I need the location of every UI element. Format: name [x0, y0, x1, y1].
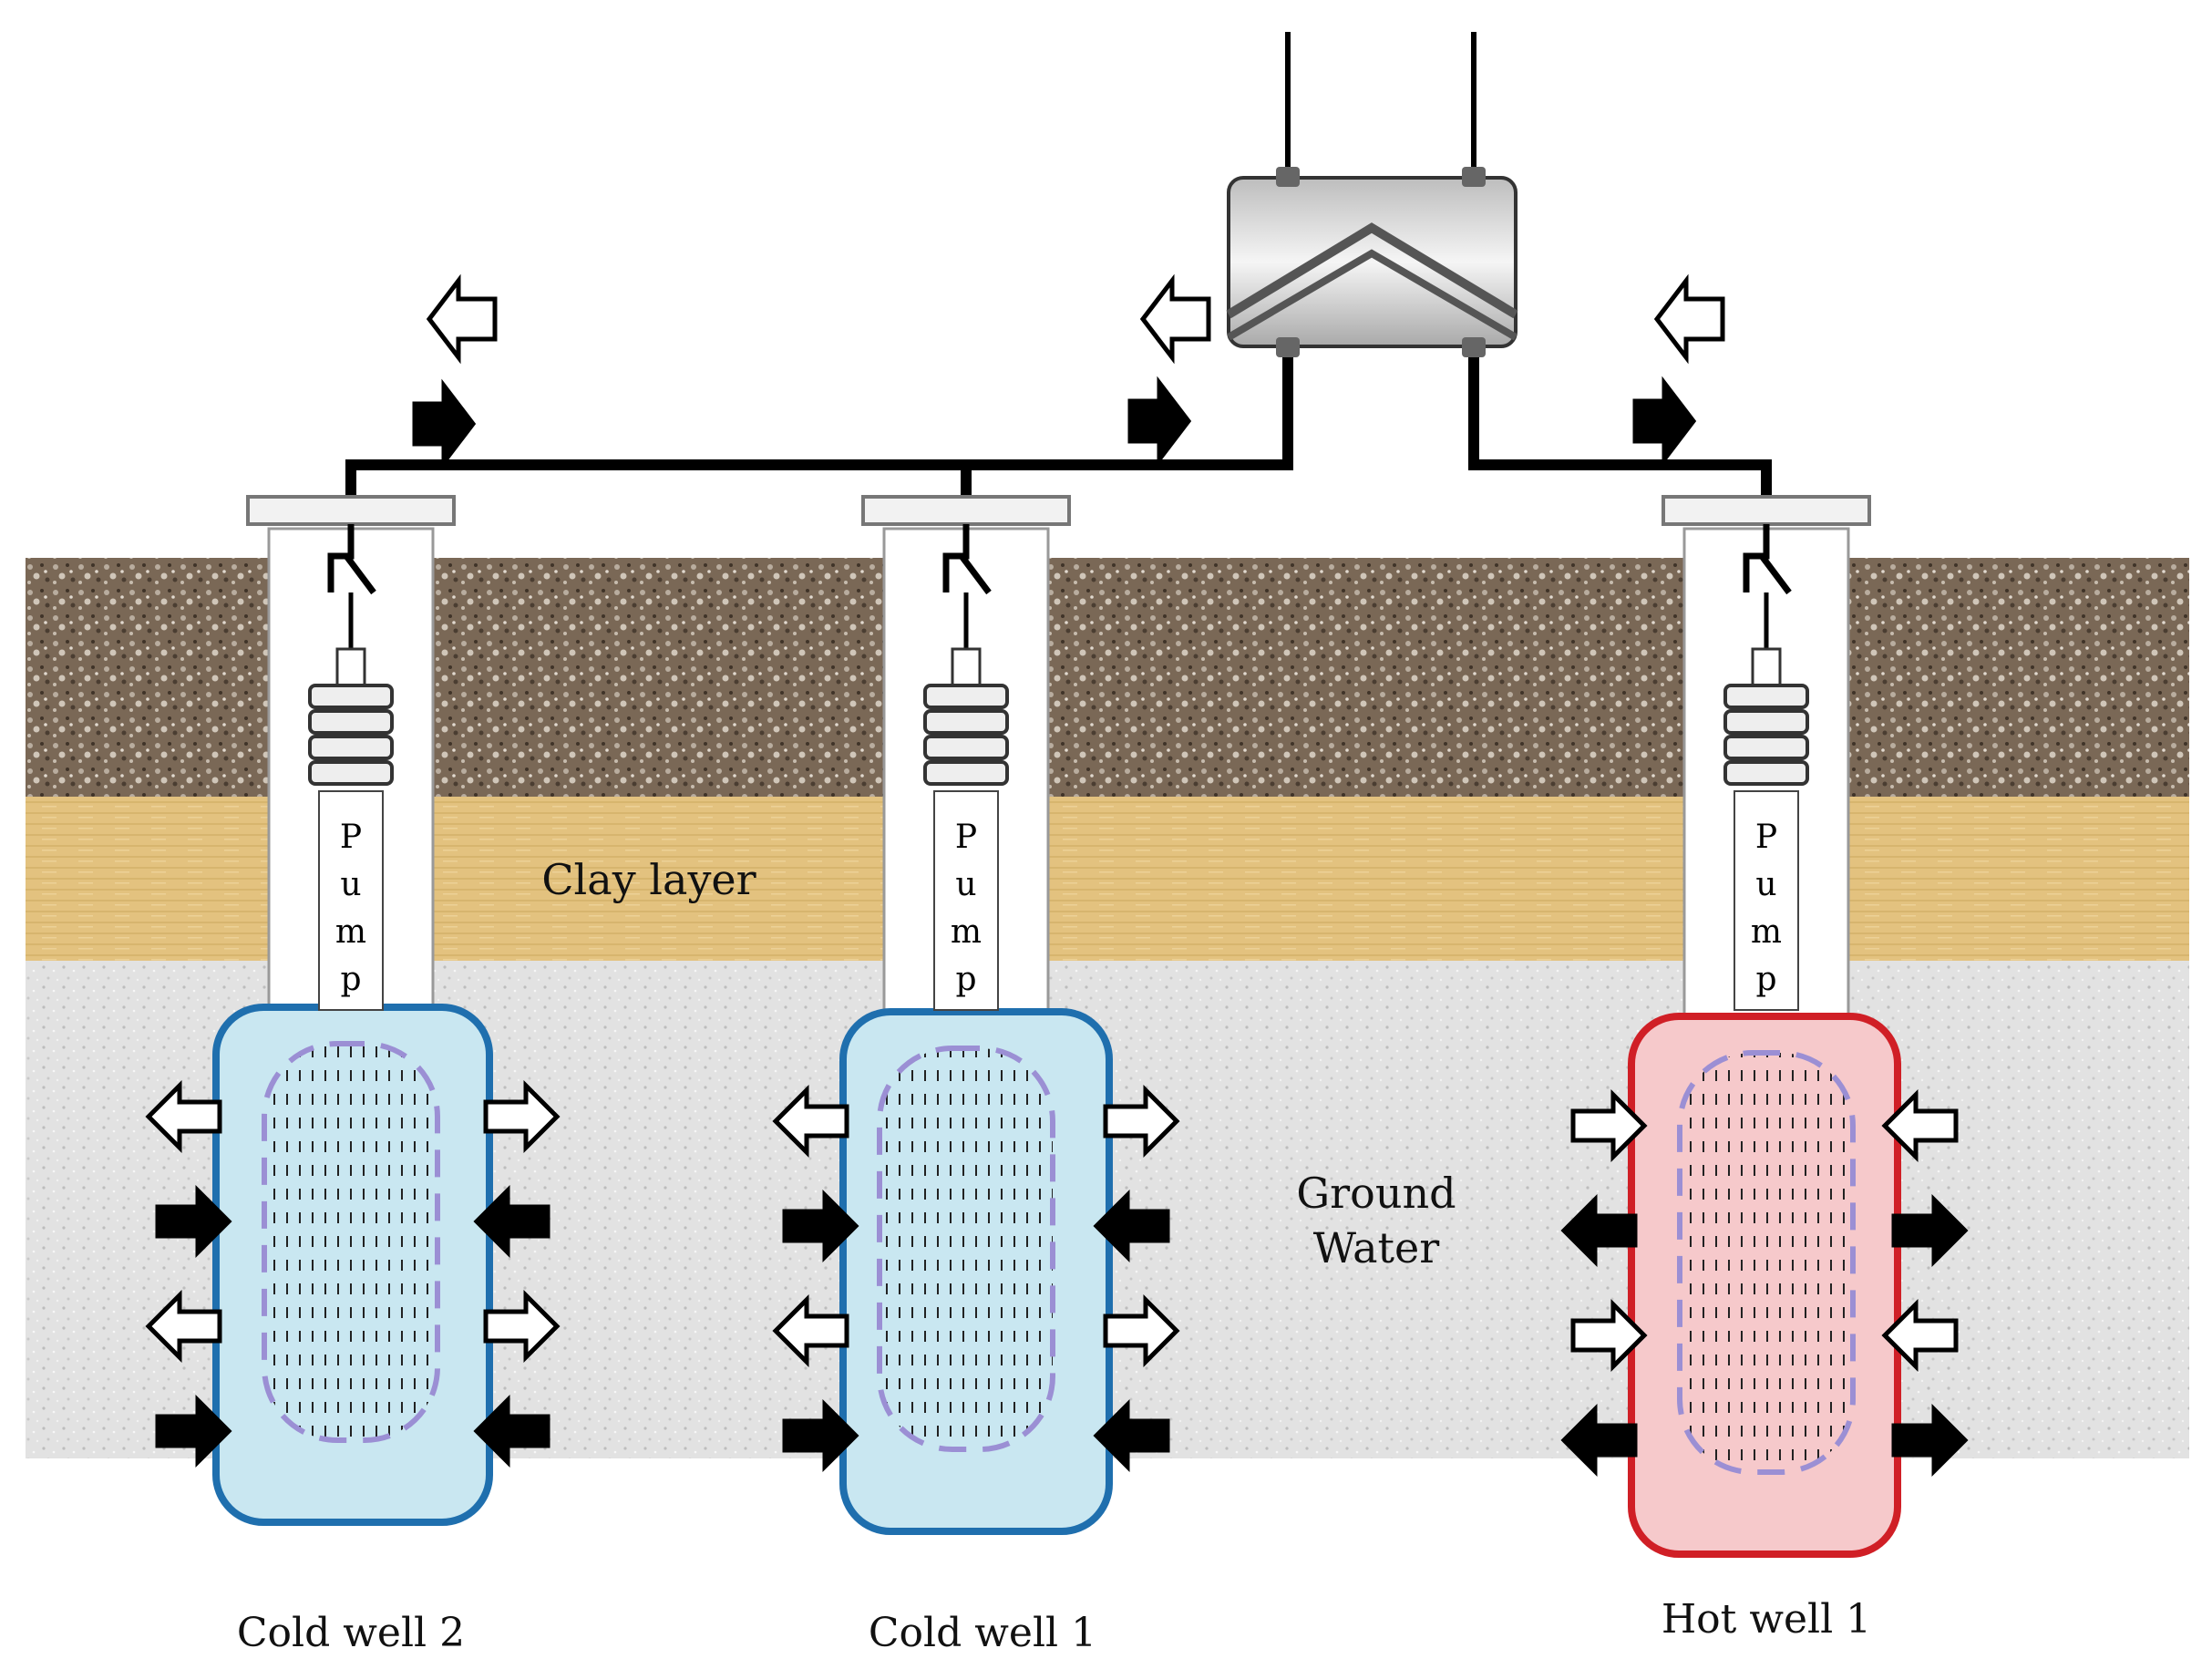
flow-arrow-out-icon: [1881, 1088, 1959, 1163]
flow-arrow-out-icon: [1653, 273, 1725, 365]
flow-arrow-in-icon: [155, 1184, 232, 1259]
pump-label-letter: u: [955, 866, 976, 903]
pump-label-letter: P: [340, 819, 362, 856]
flow-arrow-in-icon: [1560, 1193, 1638, 1268]
pump-label-letter: p: [955, 961, 976, 998]
flow-arrow-out-icon: [426, 273, 498, 365]
surface-flow-arrows: [412, 273, 1725, 469]
flow-arrow-in-icon: [1093, 1398, 1170, 1473]
flow-arrow-in-icon: [473, 1394, 550, 1468]
pump-label-letter: P: [1755, 819, 1777, 856]
flow-arrow-out-icon: [483, 1289, 561, 1364]
clay-layer-label: Clay layer: [541, 855, 756, 904]
pump-label-letter: m: [1751, 913, 1782, 951]
flow-arrow-out-icon: [1570, 1088, 1648, 1163]
flow-arrow-out-icon: [145, 1079, 222, 1154]
flow-arrow-out-icon: [145, 1289, 222, 1364]
flow-arrow-out-icon: [483, 1079, 561, 1154]
well-caption-cold-1: Cold well 1: [869, 1610, 1096, 1656]
flow-arrow-in-icon: [1632, 376, 1697, 467]
well-screen: [877, 1046, 1055, 1452]
flow-arrow-out-icon: [1103, 1084, 1180, 1159]
flow-arrow-in-icon: [782, 1398, 859, 1473]
flow-arrow-in-icon: [1891, 1193, 1969, 1268]
pump-label-letter: u: [1755, 866, 1776, 903]
well-caption-hot-1: Hot well 1: [1662, 1596, 1871, 1643]
pump-label-letter: m: [951, 913, 982, 951]
flow-arrow-out-icon: [772, 1084, 849, 1159]
flow-arrow-out-icon: [1103, 1293, 1180, 1368]
flow-arrow-out-icon: [772, 1293, 849, 1368]
pump-label-letter: p: [1755, 961, 1776, 998]
pump-label-letter: p: [340, 961, 361, 998]
flow-arrow-in-icon: [473, 1184, 550, 1259]
flow-arrow-in-icon: [155, 1394, 232, 1468]
pipe-network: [345, 32, 1772, 524]
flow-arrow-in-icon: [1560, 1403, 1638, 1478]
flow-arrow-in-icon: [1127, 376, 1192, 467]
pump-label-letter: u: [340, 866, 361, 903]
flow-arrow-in-icon: [1093, 1189, 1170, 1263]
flow-arrow-in-icon: [782, 1189, 859, 1263]
flow-arrow-in-icon: [1891, 1403, 1969, 1478]
well-cap: [246, 495, 456, 526]
flow-arrow-in-icon: [412, 378, 477, 469]
well-caption-cold-2: Cold well 2: [237, 1610, 465, 1656]
groundwater-label-line2: Water: [1313, 1223, 1439, 1272]
pump-label-letter: m: [335, 913, 366, 951]
flow-arrow-out-icon: [1881, 1298, 1959, 1373]
flow-arrow-out-icon: [1139, 273, 1211, 365]
pump-label-letter: P: [955, 819, 977, 856]
flow-arrow-out-icon: [1570, 1298, 1648, 1373]
well-screen: [262, 1041, 440, 1443]
well-cap: [1662, 495, 1871, 526]
well-screen: [1677, 1050, 1856, 1475]
heat-exchanger-icon: [1226, 167, 1518, 357]
well-cap: [861, 495, 1071, 526]
groundwater-label-line1: Ground: [1296, 1169, 1456, 1218]
